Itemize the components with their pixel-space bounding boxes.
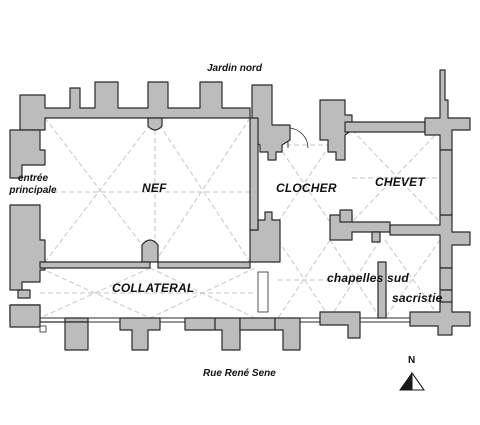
label-nave: NEF [142, 181, 167, 195]
north-arrow-icon [399, 371, 425, 391]
label-north-garden: Jardin nord [207, 63, 263, 74]
label-main-entrance-line1: entrée [17, 173, 48, 184]
label-bell-tower: CLOCHER [276, 181, 337, 195]
label-chevet: CHEVET [375, 175, 425, 189]
label-main-entrance-line2: principale [9, 184, 57, 196]
label-aisle: COLLATERAL [112, 281, 195, 295]
label-street: Rue René Sene [203, 368, 276, 379]
walls [9, 69, 471, 351]
label-main-entrance: entrée principale [5, 173, 61, 196]
label-north: N [408, 355, 416, 366]
label-sacristy: sacristie [392, 291, 443, 305]
vault-ribs [39, 117, 441, 319]
label-south-chapels: chapelles sud [327, 271, 409, 285]
